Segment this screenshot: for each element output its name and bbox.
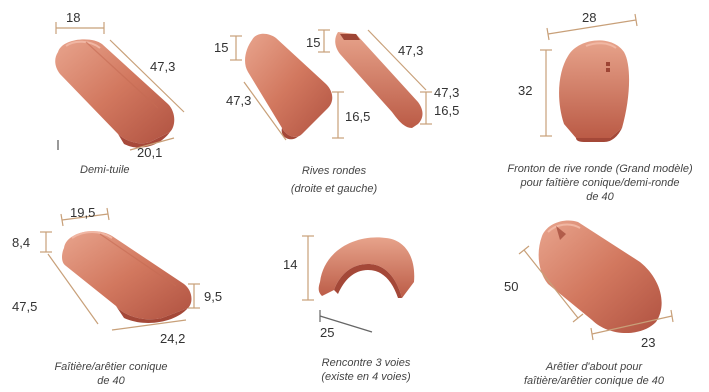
rive-droite-illustration [335, 32, 423, 128]
fronton-dimension-lines [540, 13, 638, 137]
aretier-caption-line-2: faîtière/arêtier conique de 40 [523, 375, 665, 387]
rencontre-caption-line-1: Rencontre 3 voies [321, 357, 411, 369]
aretier-dimension-lines [518, 245, 674, 341]
fronton-caption-line-3: de 40 [586, 191, 614, 203]
faitiere-caption-line-2: de 40 [97, 375, 125, 387]
rencontre-illustration [318, 237, 415, 298]
fronton-caption-line-2: pour faîtière conique/demi-ronde [520, 177, 680, 189]
rives-caption-line-2: (droite et gauche) [290, 183, 378, 195]
rive-gauche-end-label: 16,5 [345, 109, 371, 124]
faitiere-illustration [62, 231, 192, 323]
fronton-height-label: 32 [518, 83, 533, 98]
fronton-width-label: 28 [582, 10, 597, 25]
rencontre-width-label: 25 [320, 325, 335, 340]
fronton-caption-line-1: Fronton de rive ronde (Grand modèle) [507, 163, 693, 175]
faitiere-length-label: 47,5 [12, 299, 38, 314]
demi-tuile-width-label: 18 [66, 10, 81, 25]
faitiere-caption: Faîtière/arêtier conique de 40 [40, 360, 182, 388]
rive-droite-length-label: 47,3 [398, 43, 424, 58]
faitiere-end-height-label: 9,5 [204, 289, 223, 304]
rive-droite-height-label: 15 [306, 35, 321, 50]
aretier-caption-line-1: Arêtier d'about pour [545, 361, 643, 373]
rive-gauche-length-label: 47,3 [226, 93, 252, 108]
faitiere-base-label: 24,2 [160, 331, 186, 346]
demi-tuile-caption-line-1: Demi-tuile [80, 164, 130, 176]
faitiere-caption-line-1: Faîtière/arêtier conique [54, 361, 168, 373]
rives-dimension-lines [230, 29, 432, 141]
rencontre-caption: Rencontre 3 voies (existe en 4 voies) [306, 356, 426, 384]
faitiere-dimension-lines [40, 207, 200, 331]
aretier-caption: Arêtier d'about pour faîtière/arêtier co… [506, 360, 682, 388]
rive-droite-length-label-2: 47,3 [434, 85, 460, 100]
aretier-illustration [538, 220, 662, 334]
rencontre-height-label: 14 [283, 257, 298, 272]
aretier-length-label: 50 [504, 279, 519, 294]
demi-tuile-base-label: 20,1 [137, 145, 163, 160]
demi-tuile-length-label: 47,3 [150, 59, 176, 74]
fronton-caption: Fronton de rive ronde (Grand modèle) pou… [492, 162, 708, 204]
aretier-base-label: 23 [641, 335, 656, 350]
rive-gauche-height-label: 15 [214, 40, 229, 55]
faitiere-height-label: 8,4 [12, 235, 31, 250]
demi-tuile-dimension-lines [55, 22, 185, 151]
rive-gauche-illustration [245, 33, 333, 140]
rives-caption: Rives rondes (droite et gauche) [268, 164, 400, 196]
demi-tuile-illustration [55, 39, 175, 148]
faitiere-width-label: 19,5 [70, 205, 96, 220]
demi-tuile-caption: Demi-tuile [80, 163, 130, 177]
rives-caption-line-1: Rives rondes [301, 165, 367, 177]
rencontre-dimension-lines [302, 235, 373, 333]
fronton-illustration [559, 40, 630, 142]
rive-droite-end-label: 16,5 [434, 103, 460, 118]
rencontre-caption-line-2: (existe en 4 voies) [321, 371, 411, 383]
